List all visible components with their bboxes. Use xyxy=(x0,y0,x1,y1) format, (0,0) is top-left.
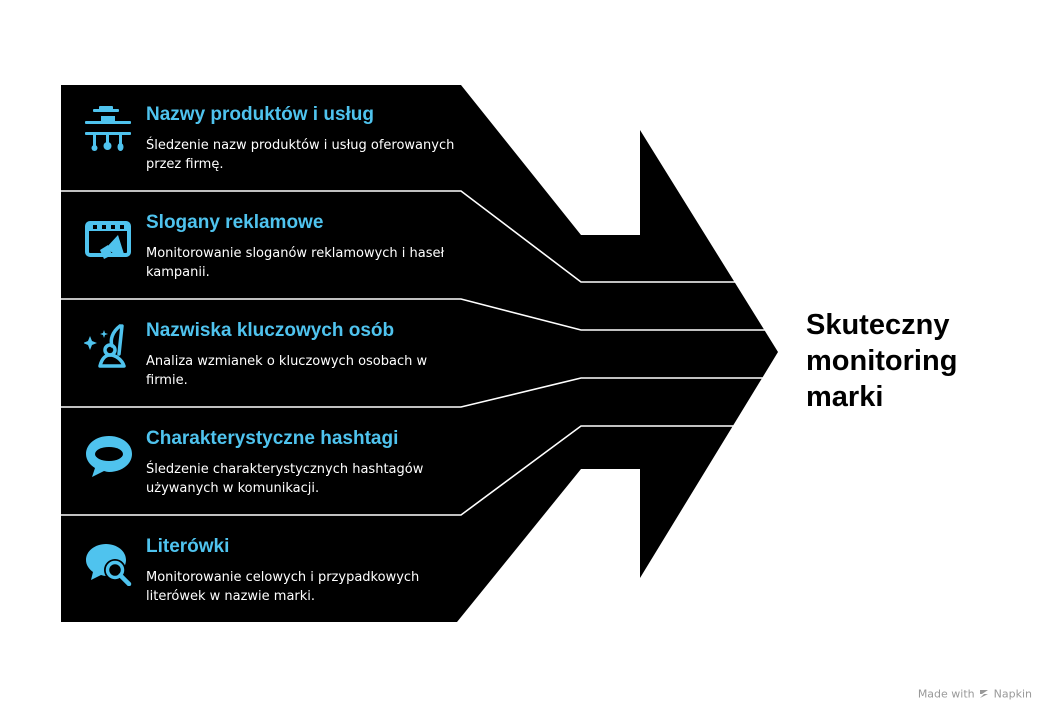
separator-2 xyxy=(61,298,765,331)
item-description: Śledzenie nazw produktów i usług oferowa… xyxy=(146,138,455,172)
arrow-shape xyxy=(61,85,778,622)
video-megaphone-icon xyxy=(85,221,131,259)
napkin-brand: Napkin xyxy=(993,687,1032,700)
chat-search-icon xyxy=(86,544,132,586)
item-title: Slogany reklamowe xyxy=(146,212,324,233)
napkin-logo-icon xyxy=(980,689,989,698)
kitchen-utensils-icon xyxy=(85,106,131,151)
band-separators xyxy=(61,190,765,516)
item-title: Literówki xyxy=(146,536,230,557)
napkin-watermark[interactable]: Made with Napkin xyxy=(917,687,1032,700)
separator-3 xyxy=(61,377,765,408)
item-description: Monitorowanie sloganów reklamowych i has… xyxy=(146,246,445,280)
item-title: Nazwy produktów i usług xyxy=(146,104,375,125)
item-description: Analiza wzmianek o kluczowych osobach w … xyxy=(146,354,428,388)
person-sparkle-icon xyxy=(84,324,126,368)
speech-bubble-icon xyxy=(86,436,132,477)
item-description: Śledzenie charakterystycznych hashtagów … xyxy=(146,462,424,496)
separator-1 xyxy=(61,190,737,283)
separator-4 xyxy=(61,425,737,516)
item-description: Monitorowanie celowych i przypadkowych l… xyxy=(146,570,420,604)
item-title: Nazwiska kluczowych osób xyxy=(146,320,395,341)
item-title: Charakterystyczne hashtagi xyxy=(146,428,399,449)
made-with-label: Made with xyxy=(917,687,975,700)
target-label: Skuteczny monitoring marki xyxy=(806,309,958,413)
